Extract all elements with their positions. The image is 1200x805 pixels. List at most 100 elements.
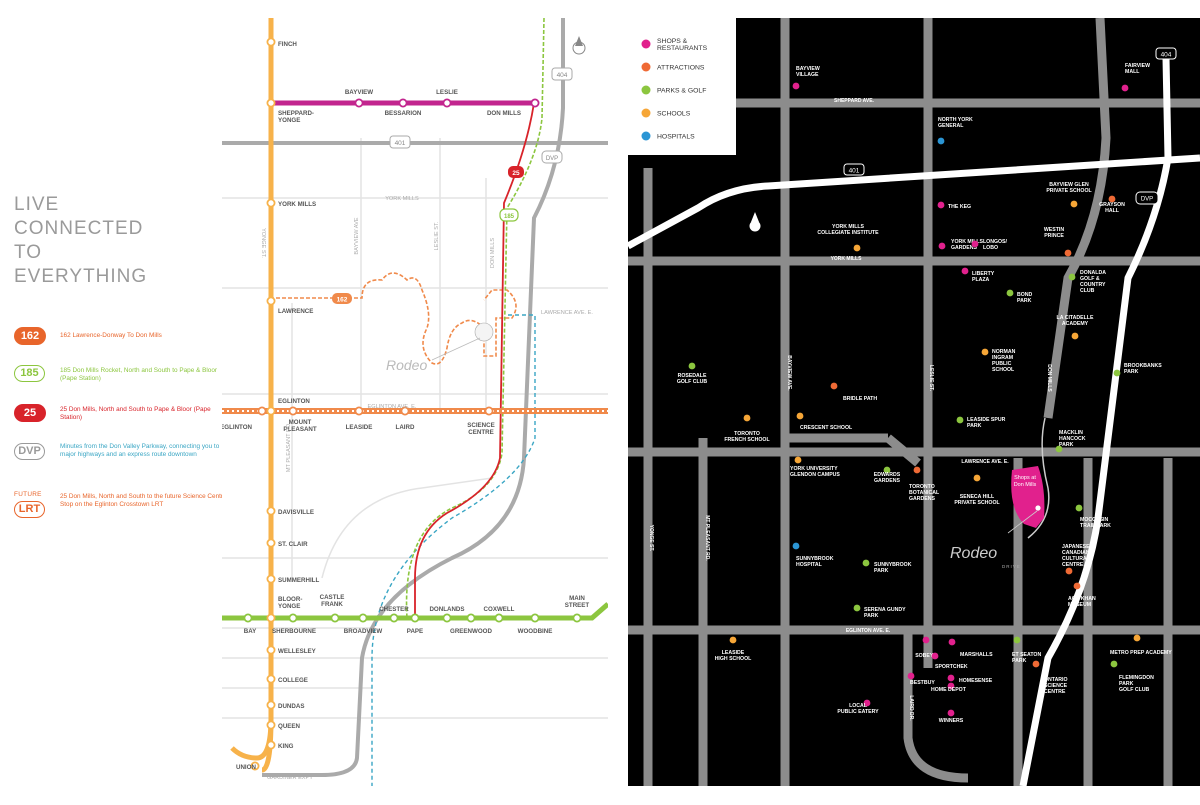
station-sheppard-yonge xyxy=(266,98,276,108)
poi-label-winners: WINNERS xyxy=(939,718,964,724)
station-eglinton-w xyxy=(257,406,267,416)
station-union xyxy=(250,761,260,771)
route-25-line xyxy=(414,102,535,618)
road-label-sheppard: SHEPPARD AVE. xyxy=(834,98,875,104)
poi-flemingdon xyxy=(1110,660,1118,668)
poi-liberty-plaza xyxy=(961,267,969,275)
route-25-description: 25 Don Mills, North and South to Pape & … xyxy=(60,406,211,421)
shield-401: 401 xyxy=(389,135,411,149)
station-summerhill xyxy=(266,574,276,584)
poi-longos xyxy=(971,240,979,248)
poi-winners xyxy=(947,709,955,717)
station-laird xyxy=(400,406,410,416)
rodeo-logo-area: Rodeo xyxy=(950,545,997,562)
station-dundas xyxy=(266,700,276,710)
svg-text:404: 404 xyxy=(557,72,568,79)
poi-marshalls xyxy=(948,638,956,646)
poi-bestbuy xyxy=(907,672,915,680)
station-label-eglinton: EGLINTON xyxy=(278,398,310,405)
station-label-coxwell: COXWELL xyxy=(484,606,515,613)
rodeo-drive-marker: Rodeo xyxy=(386,322,494,373)
poi-home-depot xyxy=(947,682,955,690)
headline-line-3: TO xyxy=(14,242,43,263)
svg-text:404: 404 xyxy=(1161,52,1172,59)
poi-label-sportchek: SPORTCHEK xyxy=(935,664,968,670)
station-broadview xyxy=(358,613,368,623)
poi-brookbanks xyxy=(1113,369,1121,377)
lrt-future-label: FUTURE xyxy=(14,491,42,498)
station-main-street xyxy=(572,613,582,623)
legend-dot-hospitals xyxy=(641,131,651,141)
station-finch xyxy=(266,37,276,47)
poi-bond-park xyxy=(1006,289,1014,297)
svg-text:162: 162 xyxy=(337,297,348,304)
street-label-eglinton-ave-e: EGLINTON AVE. E. xyxy=(368,404,417,410)
poi-norman-ingram xyxy=(981,348,989,356)
station-pape xyxy=(410,613,420,623)
legend-dot-schools xyxy=(641,108,651,118)
station-mount-pleasant xyxy=(288,406,298,416)
station-label-union: UNION xyxy=(236,764,256,771)
station-bay xyxy=(243,613,253,623)
svg-text:DVP: DVP xyxy=(546,156,558,162)
poi-sobeys xyxy=(922,636,930,644)
poi-fairview-mall xyxy=(1121,84,1129,92)
lrt-description: 25 Don Mills, North and South to the fut… xyxy=(60,493,227,508)
road-label-mt-pleasant: MT PLEASANT RD. xyxy=(704,515,710,561)
legend-panel: LIVE CONNECTED TO EVERYTHING 162 162 Law… xyxy=(0,0,227,805)
street-label-lawrence-ave-e: LAWRENCE AVE. E. xyxy=(541,310,593,316)
svg-text:185: 185 xyxy=(504,214,515,220)
poi-label-longos: LONGOS/LOBO xyxy=(983,239,1007,251)
station-label-dundas: DUNDAS xyxy=(278,703,304,710)
poi-sunnybrook-hospital xyxy=(792,542,800,550)
route-185-description: 185 Don Mills Rocket, North and South to… xyxy=(60,367,218,382)
rodeo-logo: Rodeo xyxy=(386,357,427,373)
poi-moccasin-trail xyxy=(1075,504,1083,512)
svg-text:401: 401 xyxy=(395,140,406,147)
station-label-sheppard-yonge: SHEPPARD-YONGE xyxy=(278,110,314,124)
legend-dot-parks xyxy=(641,85,651,95)
poi-et-seaton xyxy=(1013,636,1021,644)
station-leslie xyxy=(442,98,452,108)
station-labels: FINCHSHEPPARD-YONGEBAYVIEWBESSARIONLESLI… xyxy=(222,41,589,771)
shield-dvp: DVP xyxy=(541,150,563,164)
station-bayview xyxy=(354,98,364,108)
north-arrow-icon xyxy=(572,36,586,55)
street-label-yonge-st: YONGE ST. xyxy=(260,228,266,258)
station-label-york-mills: YORK MILLS xyxy=(278,201,316,208)
rodeo-logo-sub: DRIVE xyxy=(1002,564,1021,569)
station-label-st-clair: ST. CLAIR xyxy=(278,541,308,548)
station-label-leslie: LESLIE xyxy=(436,89,458,96)
station-chester xyxy=(389,613,399,623)
station-label-woodbine: WOODBINE xyxy=(518,628,553,635)
station-st-clair xyxy=(266,538,276,548)
poi-serena-gundy xyxy=(853,604,861,612)
station-dots xyxy=(243,37,582,771)
poi-bayview-glen xyxy=(1070,200,1078,208)
route-162-description: 162 Lawrence-Donway To Don Mills xyxy=(60,332,162,339)
station-bloor-yonge xyxy=(266,613,276,623)
station-college xyxy=(266,674,276,684)
station-greenwood xyxy=(466,613,476,623)
area-map: Shops at Don Mills Rodeo DRIVE 401 404 D… xyxy=(628,18,1200,786)
dvp-road xyxy=(262,18,565,777)
poi-macklin-hancock xyxy=(1055,445,1063,453)
station-label-davisville: DAVISVILLE xyxy=(278,509,314,516)
station-don-mills xyxy=(530,98,540,108)
station-label-broadview: BROADVIEW xyxy=(344,628,383,635)
station-label-summerhill: SUMMERHILL xyxy=(278,577,319,584)
station-label-greenwood: GREENWOOD xyxy=(450,628,492,635)
